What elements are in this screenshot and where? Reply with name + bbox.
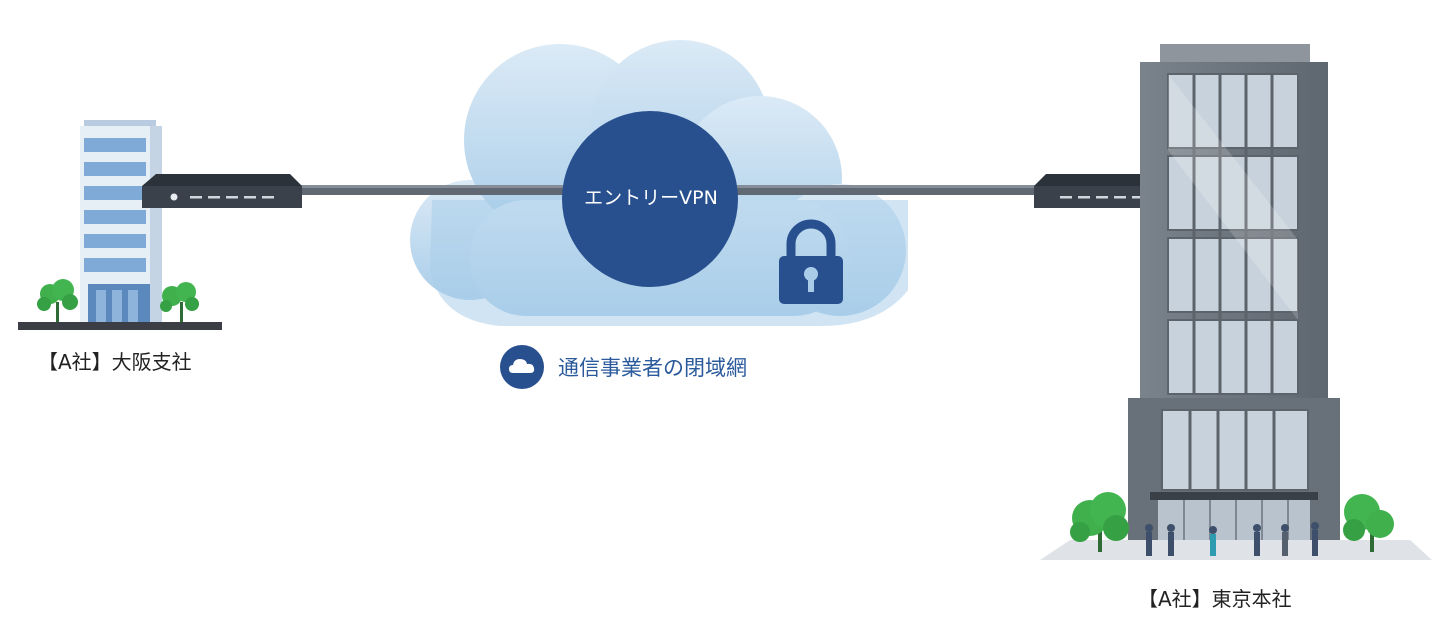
tokyo-building (1040, 44, 1432, 560)
osaka-building (18, 120, 222, 330)
tokyo-site-label: 【A社】東京本社 (1138, 587, 1292, 611)
osaka-site-label: 【A社】大阪支社 (38, 350, 192, 374)
tree-icon (1070, 492, 1129, 552)
tree-icon (160, 282, 199, 322)
router-icon (142, 174, 302, 208)
people-icons (1145, 522, 1319, 556)
network-legend: 通信事業者の閉域網 (500, 345, 747, 389)
lock-icon (779, 219, 843, 304)
vpn-circle (562, 111, 738, 287)
cloud-icon (500, 345, 544, 389)
tree-icon (1343, 494, 1394, 552)
tree-icon (37, 279, 78, 322)
osaka-windows (84, 138, 146, 272)
network-legend-label: 通信事業者の閉域網 (558, 356, 747, 380)
vpn-label: エントリーVPN (584, 187, 718, 209)
